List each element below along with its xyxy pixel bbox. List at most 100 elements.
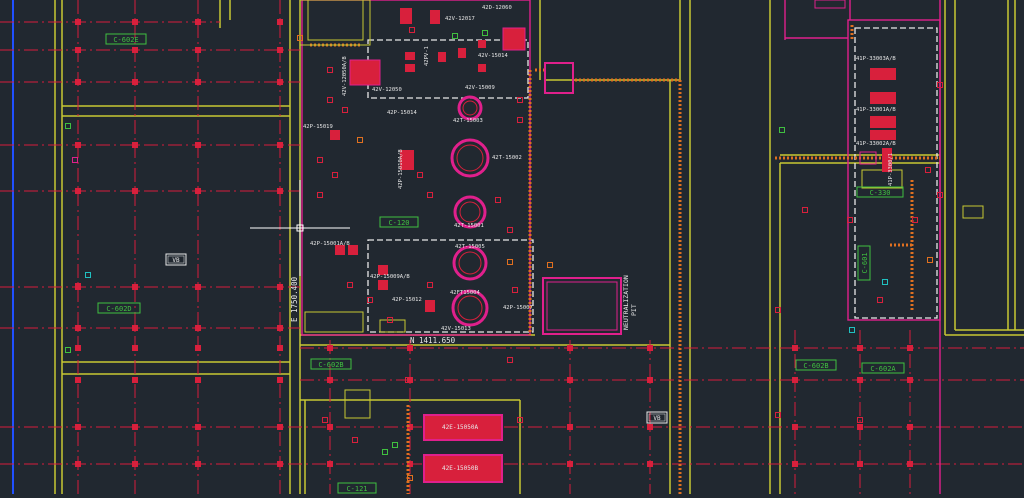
- instrument-marker: [452, 33, 458, 39]
- equipment-tag[interactable]: 41P-33001A/B: [856, 107, 896, 113]
- grid-node: [792, 424, 798, 430]
- instrument-marker: [495, 197, 501, 203]
- grid-node: [327, 377, 333, 383]
- equipment-tag[interactable]: 42E-15050A: [442, 424, 479, 431]
- crosshair-cursor-icon: [250, 180, 350, 276]
- equipment-tag[interactable]: 42V-15013: [441, 326, 471, 332]
- instrument-marker: [352, 437, 358, 443]
- instrument-marker: [297, 35, 303, 41]
- equipment-tag[interactable]: 42T-15005: [455, 244, 485, 250]
- instrument-marker: [405, 377, 411, 383]
- grid-node: [195, 461, 201, 467]
- area-label-text: C-602A: [870, 365, 896, 373]
- grid-node: [277, 47, 283, 53]
- grid-node: [647, 377, 653, 383]
- grid-node: [195, 142, 201, 148]
- equipment-tag[interactable]: 41P-3300/1: [888, 153, 894, 186]
- area-label-c602d[interactable]: C-602D: [97, 302, 141, 314]
- equipment-tag[interactable]: 42T-15002: [492, 155, 522, 161]
- instrument-marker: [925, 167, 931, 173]
- grid-node: [277, 424, 283, 430]
- instrument-marker: [322, 417, 328, 423]
- tank-15001-shape: [453, 195, 487, 229]
- area-label-c602b-left[interactable]: C-602B: [310, 358, 352, 370]
- grid-node: [907, 345, 913, 351]
- equipment-tag[interactable]: 42T-15001: [454, 223, 484, 229]
- area-label-c601[interactable]: C-601: [857, 245, 871, 281]
- equipment-tag[interactable]: 42V-12050: [372, 87, 402, 93]
- equipment-tag[interactable]: 42V-15009: [465, 85, 495, 91]
- instrument-marker: [775, 412, 781, 418]
- equipment-tag[interactable]: 42P-15012: [392, 297, 422, 303]
- equipment-tag[interactable]: 42P-15007: [503, 305, 533, 311]
- grid-node: [132, 424, 138, 430]
- process-area-outlines: [301, 0, 941, 494]
- equipment-tag[interactable]: 42P-15019: [303, 124, 333, 130]
- equipment-tag[interactable]: 42V-12050A/B: [342, 56, 348, 96]
- instrument-marker: [327, 67, 333, 73]
- equipment-tag[interactable]: 42E-15050B: [442, 465, 479, 472]
- vb-tag-right[interactable]: VB: [646, 411, 668, 424]
- grid-node: [75, 461, 81, 467]
- grid-node: [792, 345, 798, 351]
- area-label-text: C-601: [861, 252, 869, 273]
- grid-node: [75, 19, 81, 25]
- equipment-tag[interactable]: 42D-12060: [482, 5, 512, 11]
- grid-node: [277, 284, 283, 290]
- equipment-tag[interactable]: 42P-15009A/B: [370, 274, 410, 280]
- grid-node: [132, 79, 138, 85]
- instrument-marker: [387, 317, 393, 323]
- equipment-tag[interactable]: 42P-15014: [387, 110, 417, 116]
- vb-tag-left[interactable]: VB: [165, 253, 187, 266]
- grid-node: [792, 461, 798, 467]
- grid-node: [857, 461, 863, 467]
- equipment-tag[interactable]: 41P-33002A/B: [856, 141, 896, 147]
- tank-15003-shape: [457, 95, 483, 121]
- instrument-marker: [72, 157, 78, 163]
- equipment-tags: 42D-12060 42V-12017 42V-15014 42V-12050 …: [303, 5, 896, 472]
- instrument-marker: [517, 417, 523, 423]
- area-label-c120[interactable]: C-120: [379, 216, 419, 228]
- grid-node: [75, 142, 81, 148]
- area-label-c330[interactable]: C-330: [856, 186, 904, 198]
- area-label-text: C-602B: [318, 361, 343, 369]
- grid-node: [195, 19, 201, 25]
- tanks: [450, 95, 490, 327]
- grid-node: [132, 19, 138, 25]
- equipment-tag[interactable]: 42T-15003: [453, 118, 483, 124]
- equipment-tag[interactable]: 42P-15001A/B: [310, 241, 350, 247]
- equipment-tag[interactable]: 41P-33003A/B: [856, 56, 896, 62]
- instrument-marker: [937, 192, 943, 198]
- grid-node: [907, 461, 913, 467]
- equipment-tag[interactable]: 42P-15010A/B: [398, 149, 404, 189]
- area-label-c121[interactable]: C-121: [337, 482, 377, 494]
- grid-node: [647, 461, 653, 467]
- instrument-marker: [427, 282, 433, 288]
- grid-node: [327, 461, 333, 467]
- pit-label-line1: NEUTRALIZATION: [622, 275, 630, 330]
- tank-15005-shape: [452, 245, 488, 281]
- instrument-marker: [779, 127, 785, 133]
- equipment-tag[interactable]: 42V-12017: [445, 16, 475, 22]
- process-area-boundaries: [367, 27, 938, 333]
- equipment-tag[interactable]: 42V-15014: [478, 53, 508, 59]
- grid-node: [277, 188, 283, 194]
- equipment-tag[interactable]: 42FT15004: [450, 290, 480, 296]
- area-label-c602e[interactable]: C-602E: [105, 33, 147, 45]
- grid-node: [567, 377, 573, 383]
- grid-node: [195, 47, 201, 53]
- instrument-marker: [342, 107, 348, 113]
- grid-node: [132, 142, 138, 148]
- grid-node: [327, 424, 333, 430]
- equipment-tag[interactable]: 42PV-1: [424, 46, 430, 66]
- area-label-c602a[interactable]: C-602A: [861, 362, 905, 374]
- grid-node: [195, 345, 201, 351]
- instrument-marker: [507, 227, 513, 233]
- instrument-marker: [547, 262, 553, 268]
- area-label-c602b-right[interactable]: C-602B: [795, 359, 837, 371]
- instrument-marker: [65, 123, 71, 129]
- instrument-marker: [317, 157, 323, 163]
- grid-node: [857, 424, 863, 430]
